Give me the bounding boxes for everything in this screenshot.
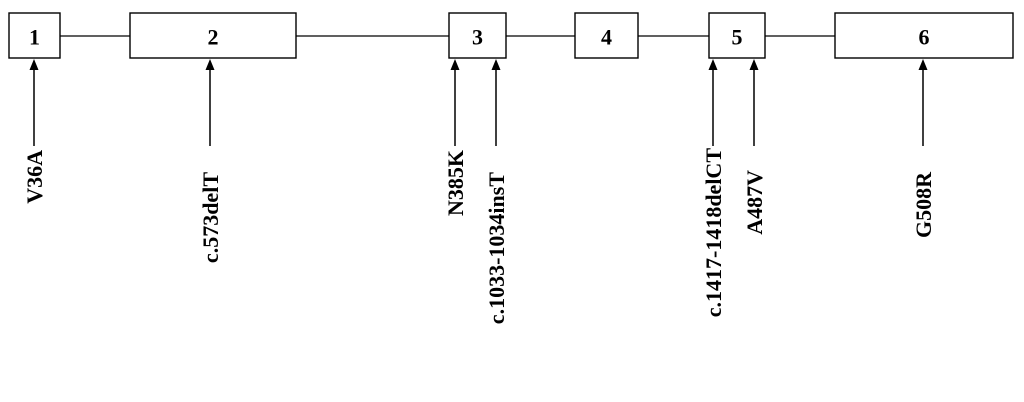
mutation-label: c.573delT bbox=[198, 172, 223, 263]
exon-5-label: 5 bbox=[732, 25, 743, 50]
mutation-label: V36A bbox=[22, 150, 47, 204]
exon-6-label: 6 bbox=[919, 25, 930, 50]
mutation-label: N385K bbox=[443, 150, 468, 216]
arrow-head-icon bbox=[450, 59, 460, 70]
exon-2-box bbox=[129, 12, 297, 59]
arrow-head-icon bbox=[29, 59, 39, 70]
arrow-head-icon bbox=[491, 59, 501, 70]
exon-2-label: 2 bbox=[208, 25, 219, 50]
exon-6-box bbox=[834, 12, 1014, 59]
mutation-n385k: N385K bbox=[443, 59, 468, 216]
mutation-c1033-1034inst: c.1033-1034insT bbox=[484, 59, 509, 324]
arrow-head-icon bbox=[918, 59, 928, 70]
exon-5: 5 bbox=[708, 12, 766, 59]
mutation-label: c.1033-1034insT bbox=[484, 172, 509, 325]
exon-6: 6 bbox=[834, 12, 1014, 59]
exon-1: 1 bbox=[8, 12, 61, 59]
mutation-c1417-1418delct: c.1417-1418delCT bbox=[701, 59, 726, 317]
arrow-head-icon bbox=[205, 59, 215, 70]
mutation-label: c.1417-1418delCT bbox=[701, 148, 726, 318]
exon-3: 3 bbox=[448, 12, 507, 59]
exon-5-box bbox=[708, 12, 766, 59]
exon-1-box bbox=[8, 12, 61, 59]
mutation-label: A487V bbox=[742, 170, 767, 235]
mutation-label: G508R bbox=[911, 171, 936, 238]
exon-1-label: 1 bbox=[29, 25, 40, 50]
mutation-v36a: V36A bbox=[22, 59, 47, 204]
arrow-head-icon bbox=[749, 59, 759, 70]
exon-3-box bbox=[448, 12, 507, 59]
exon-4-label: 4 bbox=[601, 25, 612, 50]
mutation-c573delt: c.573delT bbox=[198, 59, 223, 263]
exon-2: 2 bbox=[129, 12, 297, 59]
exon-3-label: 3 bbox=[472, 25, 483, 50]
exon-4: 4 bbox=[574, 12, 639, 59]
arrow-head-icon bbox=[708, 59, 718, 70]
mutation-g508r: G508R bbox=[911, 59, 936, 238]
mutation-a487v: A487V bbox=[742, 59, 767, 235]
exon-4-box bbox=[574, 12, 639, 59]
